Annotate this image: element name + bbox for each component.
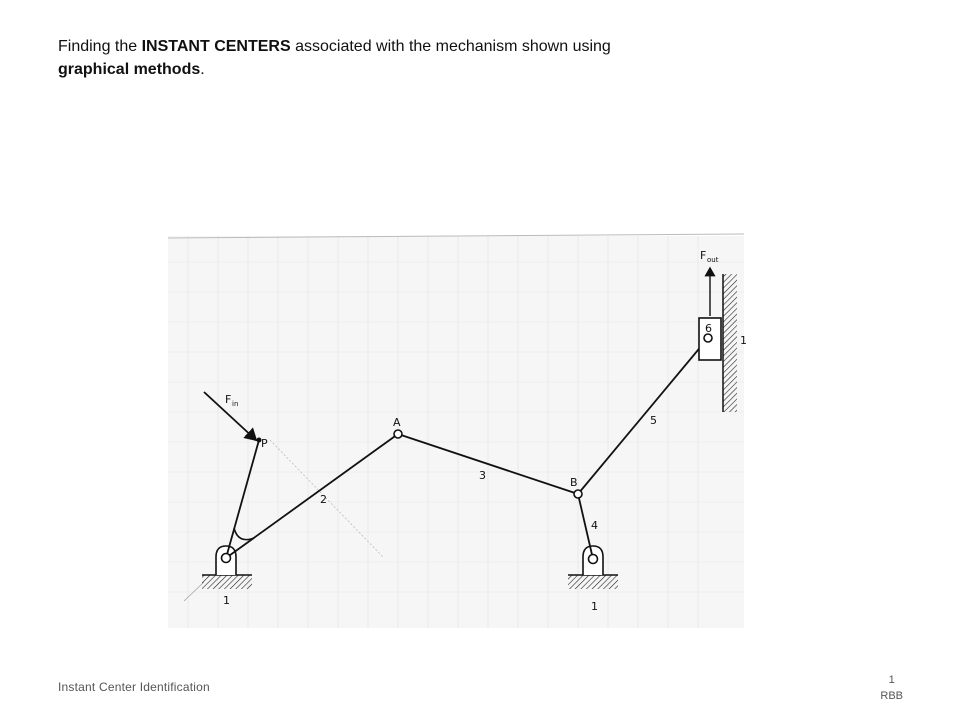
link-4 bbox=[577, 493, 594, 560]
footer-right: 1 RBB bbox=[880, 672, 903, 704]
link-2-web bbox=[233, 527, 255, 541]
label-link-2: 2 bbox=[320, 493, 327, 506]
joint-slider bbox=[703, 333, 713, 343]
label-ground-left: 1 bbox=[223, 594, 230, 607]
label-point-p: P bbox=[261, 437, 268, 450]
joint-o4 bbox=[587, 553, 599, 565]
label-point-b: B bbox=[570, 476, 578, 489]
label-f-out-sub: out bbox=[707, 256, 719, 264]
title-emphasis-instant-centers: INSTANT CENTERS bbox=[141, 38, 291, 55]
paper-top-edge bbox=[167, 233, 745, 239]
paper-background bbox=[168, 236, 744, 628]
joint-o2 bbox=[220, 552, 232, 564]
label-link-4: 4 bbox=[591, 519, 598, 532]
label-edge-mark: 1 bbox=[740, 334, 747, 347]
link-2-output-arm bbox=[225, 433, 399, 559]
label-f-in: F bbox=[225, 393, 231, 406]
mechanism-diagram: F in F out P A B 2 3 4 5 6 1 1 1 bbox=[167, 233, 747, 628]
link-5 bbox=[577, 337, 709, 495]
construction-line-2 bbox=[183, 581, 205, 602]
title-text-3: . bbox=[200, 61, 205, 78]
ground-left-hatch bbox=[202, 575, 252, 589]
joint-b bbox=[573, 489, 583, 499]
footer-label: Instant Center Identification bbox=[58, 680, 210, 694]
link-2-input-arm bbox=[225, 439, 260, 559]
ground-right-hatch bbox=[568, 575, 618, 589]
construction-line bbox=[269, 439, 384, 558]
title-text-1: Finding the bbox=[58, 38, 142, 55]
slide-title: Finding the INSTANT CENTERS associated w… bbox=[58, 35, 618, 81]
page-number: 1 bbox=[888, 674, 895, 686]
point-p-dot bbox=[256, 437, 262, 443]
joint-a bbox=[393, 429, 403, 439]
label-link-5: 5 bbox=[650, 414, 657, 427]
label-ground-right: 1 bbox=[591, 600, 598, 613]
mechanism-figure: F in F out P A B 2 3 4 5 6 1 1 1 bbox=[167, 232, 747, 628]
label-f-in-sub: in bbox=[232, 400, 238, 408]
title-text-2: associated with the mechanism shown usin… bbox=[290, 38, 611, 55]
link-3 bbox=[397, 433, 579, 495]
graph-grid bbox=[168, 236, 744, 628]
title-emphasis-graphical-methods: graphical methods bbox=[58, 61, 201, 78]
label-point-a: A bbox=[393, 416, 401, 429]
label-link-6: 6 bbox=[705, 322, 712, 335]
label-f-out: F bbox=[700, 249, 706, 262]
force-in-arrow bbox=[203, 391, 258, 442]
author-initials: RBB bbox=[880, 690, 903, 702]
ground-wall-hatch bbox=[723, 274, 737, 412]
label-link-3: 3 bbox=[479, 469, 486, 482]
